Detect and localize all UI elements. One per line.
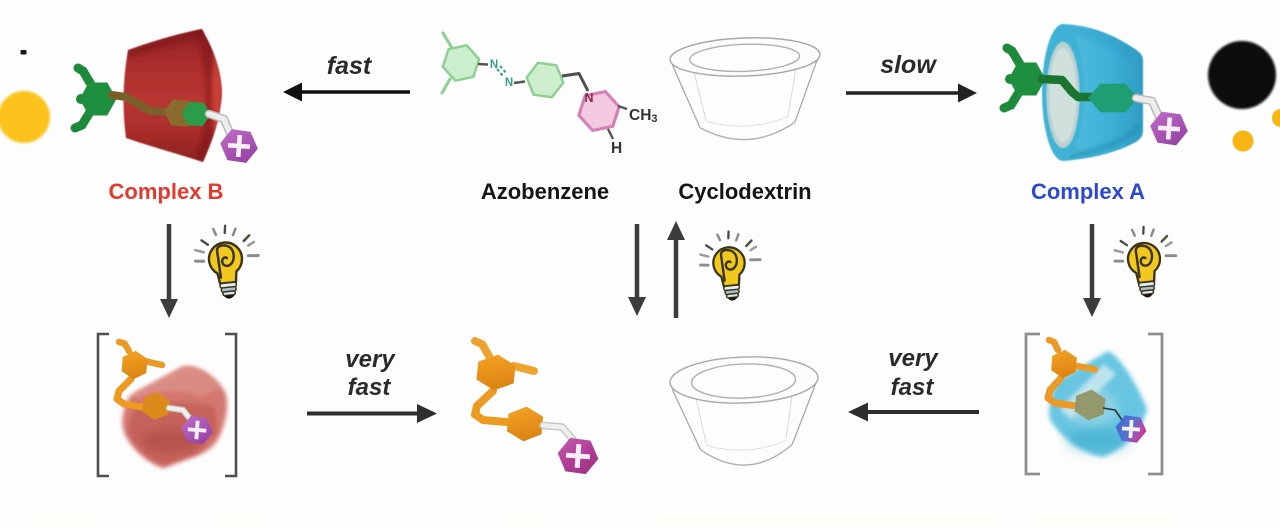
svg-text:very: very: [888, 345, 939, 372]
svg-text:fast: fast: [891, 374, 935, 401]
svg-text:Cyclodextrin: Cyclodextrin: [678, 179, 811, 204]
svg-text:Azobenzene: Azobenzene: [481, 179, 609, 204]
svg-text:very: very: [345, 346, 396, 373]
svg-text:fast: fast: [327, 52, 373, 80]
svg-text:CH3: CH3: [629, 107, 658, 125]
svg-text:Complex B: Complex B: [109, 179, 224, 204]
svg-text:N: N: [505, 77, 513, 89]
svg-text:fast: fast: [348, 374, 392, 401]
svg-text:Complex A: Complex A: [1031, 179, 1145, 204]
svg-text:N: N: [490, 59, 498, 71]
svg-text:N: N: [584, 91, 593, 105]
svg-text:slow: slow: [880, 51, 937, 79]
svg-text:H: H: [611, 140, 622, 157]
